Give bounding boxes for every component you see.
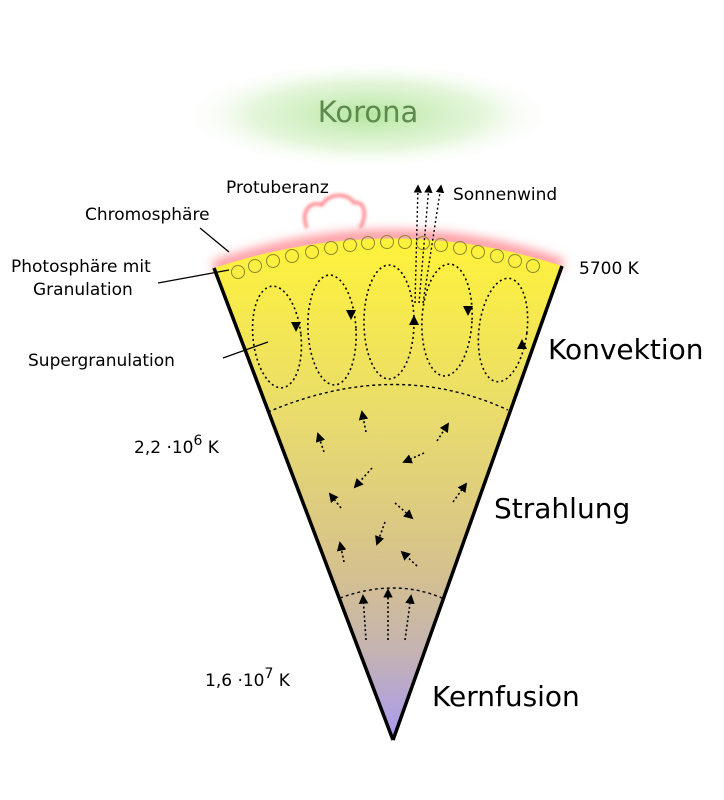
corona-glow	[178, 60, 558, 170]
kernfusion-label: Kernfusion	[432, 680, 580, 713]
temp-core-label: 1,6 ·107 K	[205, 666, 291, 691]
konvektion-label: Konvektion	[548, 333, 704, 366]
temp-surface-label: 5700 K	[579, 259, 640, 279]
temp-core-unit: K	[273, 671, 290, 691]
temp-core-exponent: 7	[264, 666, 273, 682]
wedge-right-edge	[391, 265, 564, 741]
granulation-cells	[231, 235, 540, 279]
solar-wind-arrows	[413, 184, 445, 304]
temp-mid-exponent: 6	[193, 433, 202, 449]
chromosphere-glow	[211, 229, 565, 275]
photosphaere-label-line2: Granulation	[33, 280, 133, 300]
strahlung-label: Strahlung	[494, 492, 630, 525]
supergranulation-label: Supergranulation	[28, 351, 175, 371]
prominence-loop	[303, 193, 366, 229]
core-outward-arrows	[358, 588, 415, 641]
radiation-arrows	[315, 410, 468, 567]
temp-core-base: 1,6 ·10	[205, 671, 264, 691]
temp-mid-base: 2,2 ·10	[134, 438, 193, 458]
supergranulation-leader-line	[222, 341, 269, 359]
temp-mid-label: 2,2 ·106 K	[134, 433, 220, 458]
chromosphaere-label: Chromosphäre	[85, 205, 210, 225]
sonnenwind-label: Sonnenwind	[453, 185, 557, 205]
sun-interior-wedge	[214, 238, 562, 741]
core-boundary-arc	[339, 587, 443, 599]
protuberanz-label: Protuberanz	[226, 178, 329, 198]
chromosphere-leader-line	[199, 227, 230, 253]
convection-arrowheads	[291, 306, 527, 349]
temp-mid-unit: K	[202, 438, 219, 458]
korona-label: Korona	[318, 95, 419, 129]
photosphaere-label-line1: Photosphäre mit	[11, 257, 151, 277]
photosphere-leader-line	[157, 269, 230, 284]
wedge-left-edge	[212, 267, 395, 741]
convection-boundary-arc	[267, 383, 509, 413]
